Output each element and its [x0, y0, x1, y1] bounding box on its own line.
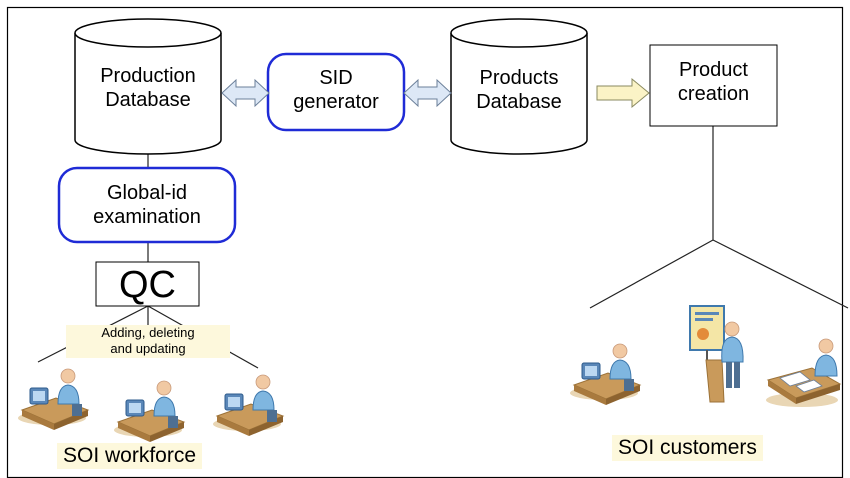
production-database-line1: Production	[100, 65, 196, 87]
product-creation-line2: creation	[677, 83, 750, 106]
global-id-line2: examination	[93, 206, 201, 229]
production-database-cylinder-icon	[74, 18, 222, 155]
workforce-note-line2: and updating	[110, 341, 186, 357]
product-creation-line1: Product	[679, 59, 748, 81]
sid-generator-line1: SID	[319, 67, 353, 89]
connector-creation-left	[589, 239, 714, 309]
computer-user-icon	[113, 380, 185, 443]
qc-label: QC	[119, 264, 176, 306]
products-database-label: Products Database	[451, 66, 587, 115]
presenter-icon	[689, 305, 744, 403]
connector-creation-right	[712, 239, 849, 309]
product-creation-box	[649, 44, 778, 127]
products-database-line1: Products	[479, 67, 559, 89]
products-database-cylinder-icon	[450, 18, 588, 155]
qc-box	[95, 261, 200, 307]
computer-user-icon	[17, 368, 89, 431]
double-arrow-icon	[403, 78, 452, 108]
global-id-line1: Global-id	[106, 182, 188, 204]
sid-generator-line2: generator	[293, 91, 379, 114]
soi-customers-label: SOI customers	[612, 435, 763, 461]
workforce-note: Adding, deleting and updating	[66, 325, 230, 358]
desk-reader-icon	[766, 338, 842, 407]
global-id-label: Global-id examination	[59, 181, 235, 230]
arrow-right-icon	[596, 77, 650, 109]
double-arrow-icon	[221, 78, 270, 108]
global-id-box	[57, 166, 237, 244]
computer-user-icon	[212, 374, 284, 437]
production-database-line2: Database	[105, 89, 191, 112]
sid-generator-label: SID generator	[268, 66, 404, 115]
products-database-line2: Database	[476, 91, 562, 114]
soi-workforce-label: SOI workforce	[57, 443, 203, 469]
product-creation-label: Product creation	[650, 58, 777, 107]
computer-user-icon	[569, 343, 641, 406]
production-database-label: Production Database	[75, 64, 221, 113]
workforce-note-line1: Adding, deleting	[101, 325, 195, 340]
